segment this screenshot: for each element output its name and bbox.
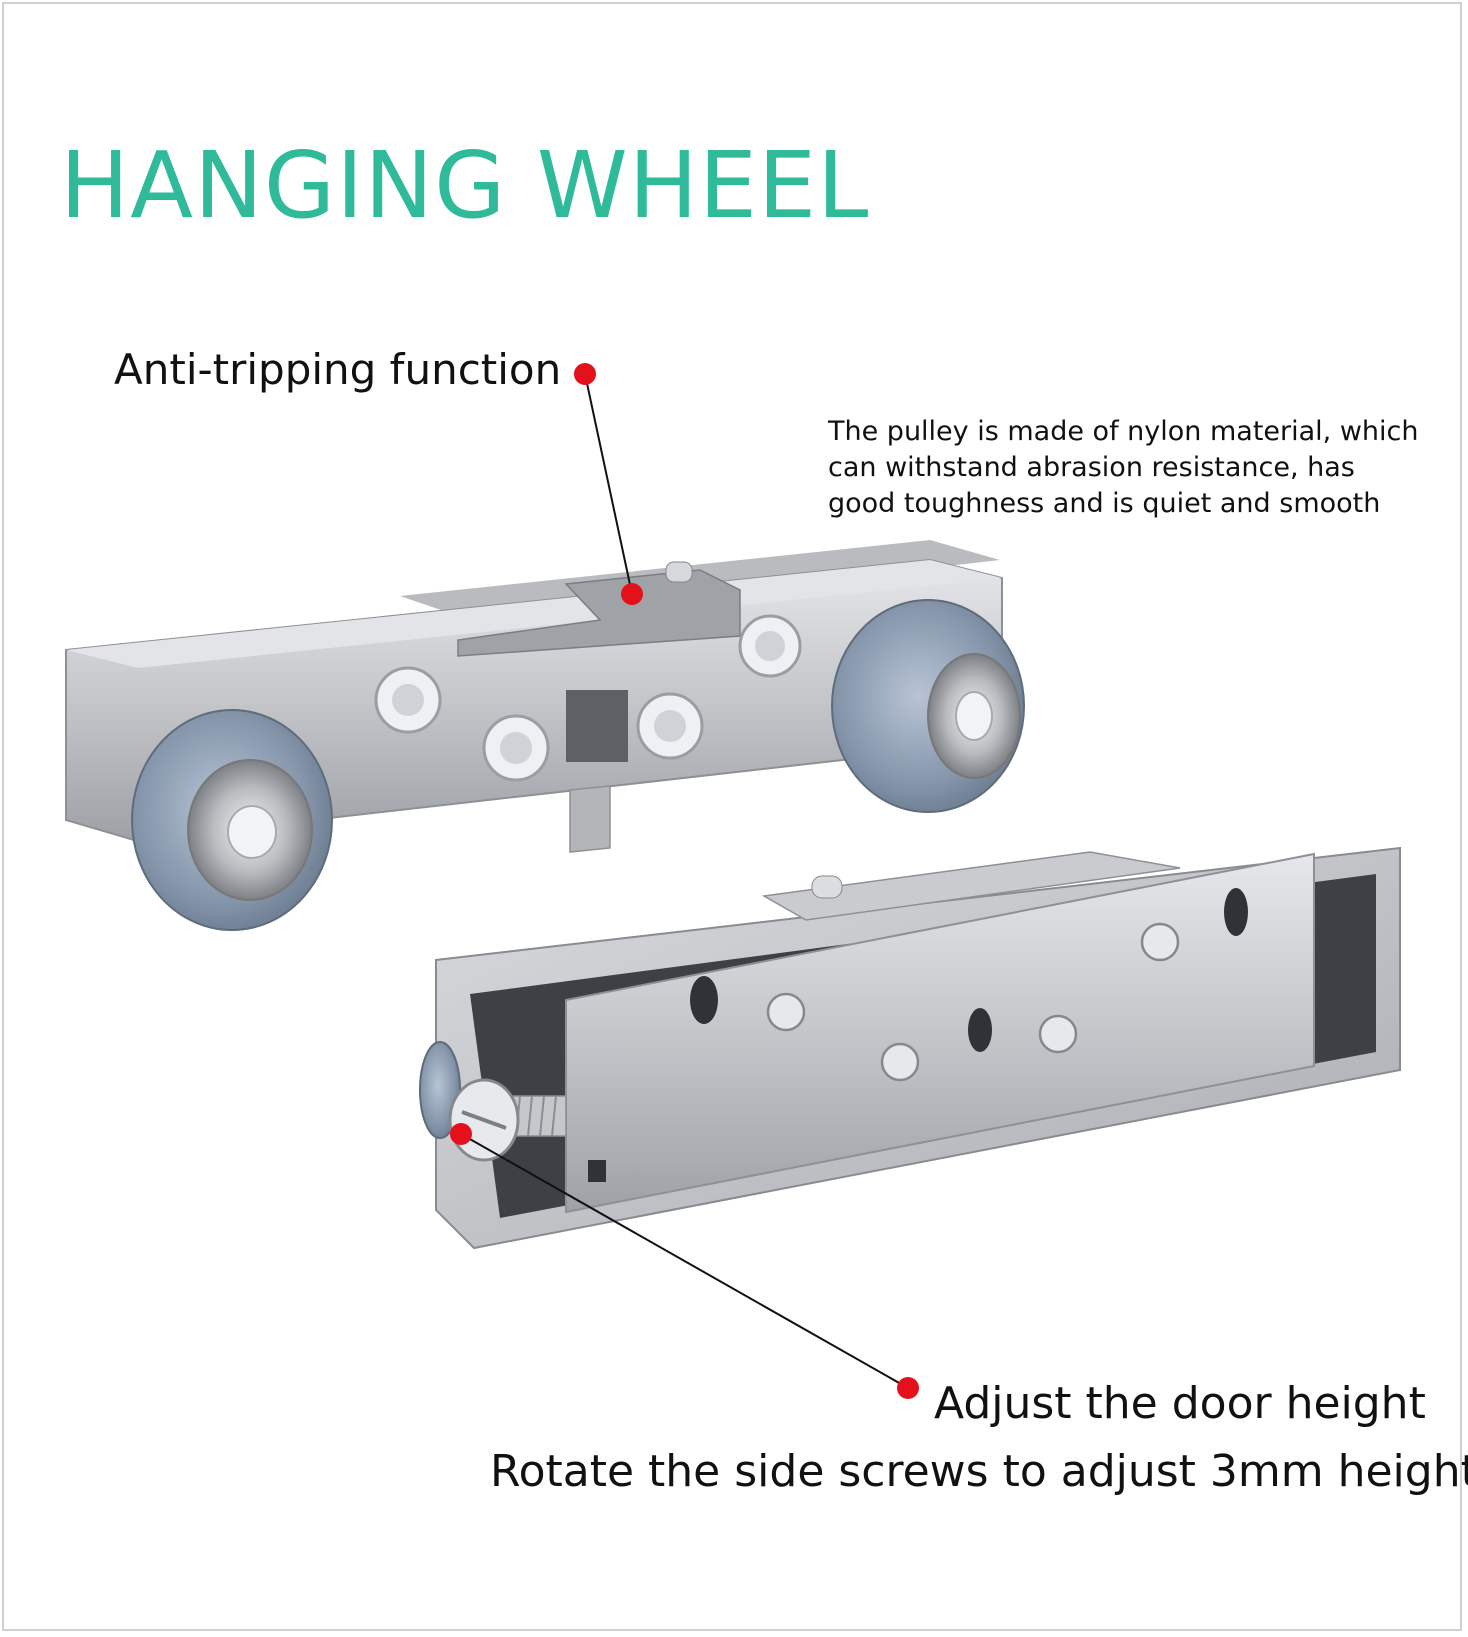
- callout-markers: [450, 363, 919, 1399]
- right-nylon-wheel: [831, 599, 1025, 813]
- rotate-screws-label: Rotate the side screws to adjust 3mm hei…: [490, 1446, 1468, 1497]
- lower-wheel-assembly: [419, 846, 1401, 1250]
- pulley-desc-line: The pulley is made of nylon material, wh…: [828, 416, 1419, 447]
- marker-dot: [574, 363, 596, 385]
- left-nylon-wheel: [131, 709, 333, 931]
- marker-dot: [897, 1377, 919, 1399]
- marker-dot: [621, 583, 643, 605]
- anti-tripping-label: Anti-tripping function: [114, 345, 562, 394]
- upper-wheel-assembly: [65, 540, 1025, 931]
- adjust-height-label: Adjust the door height: [934, 1378, 1426, 1429]
- pulley-desc-line: can withstand abrasion resistance, has: [828, 452, 1355, 483]
- marker-dot: [450, 1123, 472, 1145]
- page-title: HANGING WHEEL: [60, 132, 870, 239]
- pulley-desc-line: good toughness and is quiet and smooth: [828, 488, 1381, 519]
- callout-leaders: [460, 373, 909, 1389]
- height-adjust-screw: [448, 1078, 567, 1162]
- pulley-description: The pulley is made of nylon material, wh…: [828, 414, 1428, 522]
